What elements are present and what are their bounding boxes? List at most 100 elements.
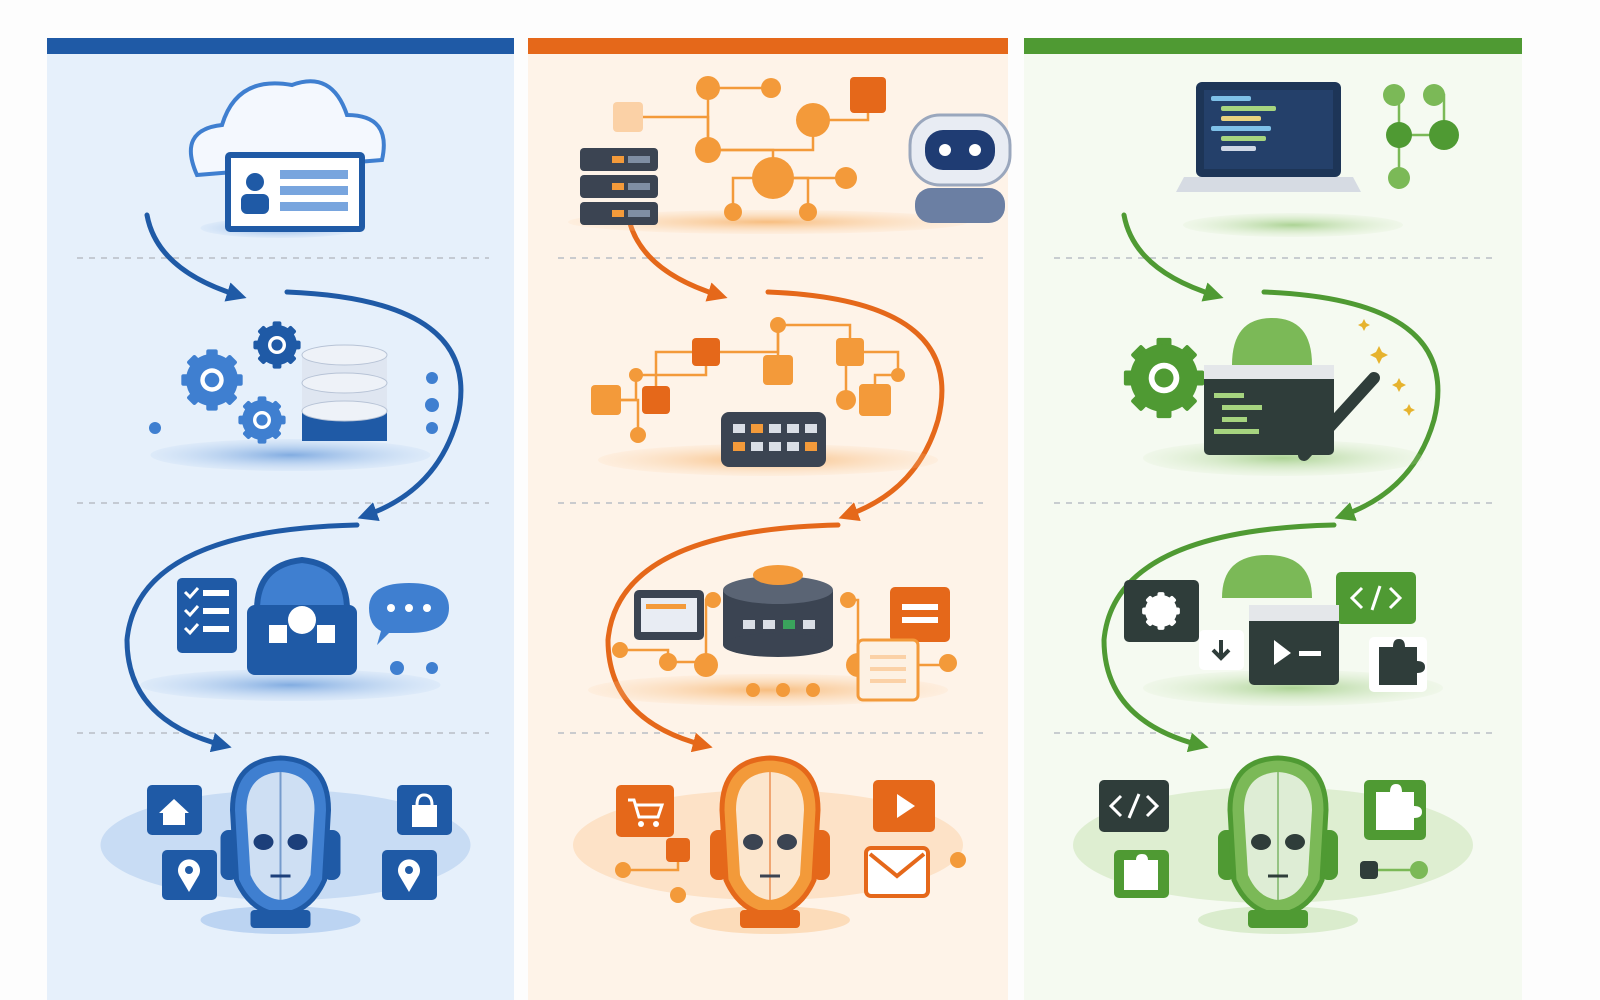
column-orange [528,38,1012,1000]
monitor-profile-icon [225,152,365,232]
tile-background [890,587,950,642]
server-rack-icon [580,148,658,225]
network-node [705,592,721,608]
network-node [695,137,721,163]
checklist-line [203,626,229,632]
code-line [1211,96,1251,101]
puzzle-icon [1114,850,1169,898]
hub-body [721,412,826,467]
network-node [149,422,161,434]
platform-shadow [568,210,968,234]
database-top [301,400,388,422]
document-line [870,679,906,683]
code-line [1222,405,1262,410]
robot-neck [250,910,311,928]
column-green [1024,38,1522,1000]
hub-port [769,442,781,451]
column-header-bar [1024,38,1522,54]
gear-icon [1123,337,1205,419]
tile-background [866,848,928,896]
platform-shadow [1143,670,1443,706]
code-line [1214,429,1259,434]
network-node [840,592,856,608]
bag-glyph [412,805,437,827]
home-glyph [159,799,189,825]
note-line [902,617,938,623]
home-icon [147,785,202,835]
database-icon [301,344,388,441]
network-node [1423,84,1445,106]
chat-bubble [369,583,449,645]
window-line [646,604,686,609]
network-node [1410,861,1428,879]
network-node [836,390,856,410]
server-slot [628,156,650,163]
network-node [724,203,742,221]
sparkle-icon [1392,378,1406,392]
tile-background [177,578,237,653]
puzzle-icon [1364,780,1426,840]
network-node [939,654,957,672]
mail-flap [868,852,926,879]
network-node [591,385,621,415]
database-top [301,372,388,394]
pin-hole [405,866,413,874]
network-node [615,862,631,878]
hub-port [787,424,799,433]
hub-device-icon [721,412,826,467]
stage-4 [1073,755,1473,934]
robot-head-icon [690,755,850,934]
checkmark [183,623,200,636]
code-line [1221,116,1261,121]
document-border [856,638,920,702]
code-tag-glyph [1108,793,1160,819]
network-node [850,77,886,113]
pin-glyph [178,859,200,892]
stage-1 [568,76,1012,234]
terminal-titlebar [1249,605,1339,621]
code-tag-icon [1099,780,1169,832]
robot-eye-left [269,625,287,643]
network-node [694,653,718,677]
network-node [763,355,793,385]
laptop-code-icon [1176,82,1361,192]
robot-eye-right [317,625,335,643]
gear-glyph [1142,592,1180,630]
server-cylinder-icon [723,565,833,657]
terminal-prompt [1274,640,1291,665]
code-line [1222,417,1247,422]
flow-arrow [144,212,247,302]
magic-wand-icon [1298,372,1380,461]
sparkle-icon [1358,319,1370,331]
network-node [426,372,438,384]
play-icon [873,780,935,832]
network-node [629,368,643,382]
puzzle-icon [1369,637,1427,692]
window-icon [634,590,704,640]
lock-eye [288,606,316,634]
shopping-bag-icon [397,785,452,835]
gear-icon [181,349,243,411]
network-node [670,887,686,903]
sparkle-icon [1403,404,1415,416]
note-icon [890,587,950,642]
robot-eye-left [743,834,763,850]
network-nodes-icon [613,76,886,221]
cylinder-bottom [723,633,833,657]
network-node [630,427,646,443]
hub-port [733,424,745,433]
gear-icon [1222,555,1312,598]
server-light [612,210,624,217]
hub-port [805,424,817,433]
gear-icon [1232,318,1312,365]
puzzle-glyph [1379,639,1425,685]
connector-nodes [1360,861,1428,879]
stage-2 [1123,318,1423,476]
network-node [776,683,790,697]
platform-shadow [1183,213,1403,237]
puzzle-glyph [1376,784,1422,830]
sparkle-icon [1370,346,1388,364]
network-node [950,852,966,868]
network-node [613,102,643,132]
bag-handle [415,793,434,806]
